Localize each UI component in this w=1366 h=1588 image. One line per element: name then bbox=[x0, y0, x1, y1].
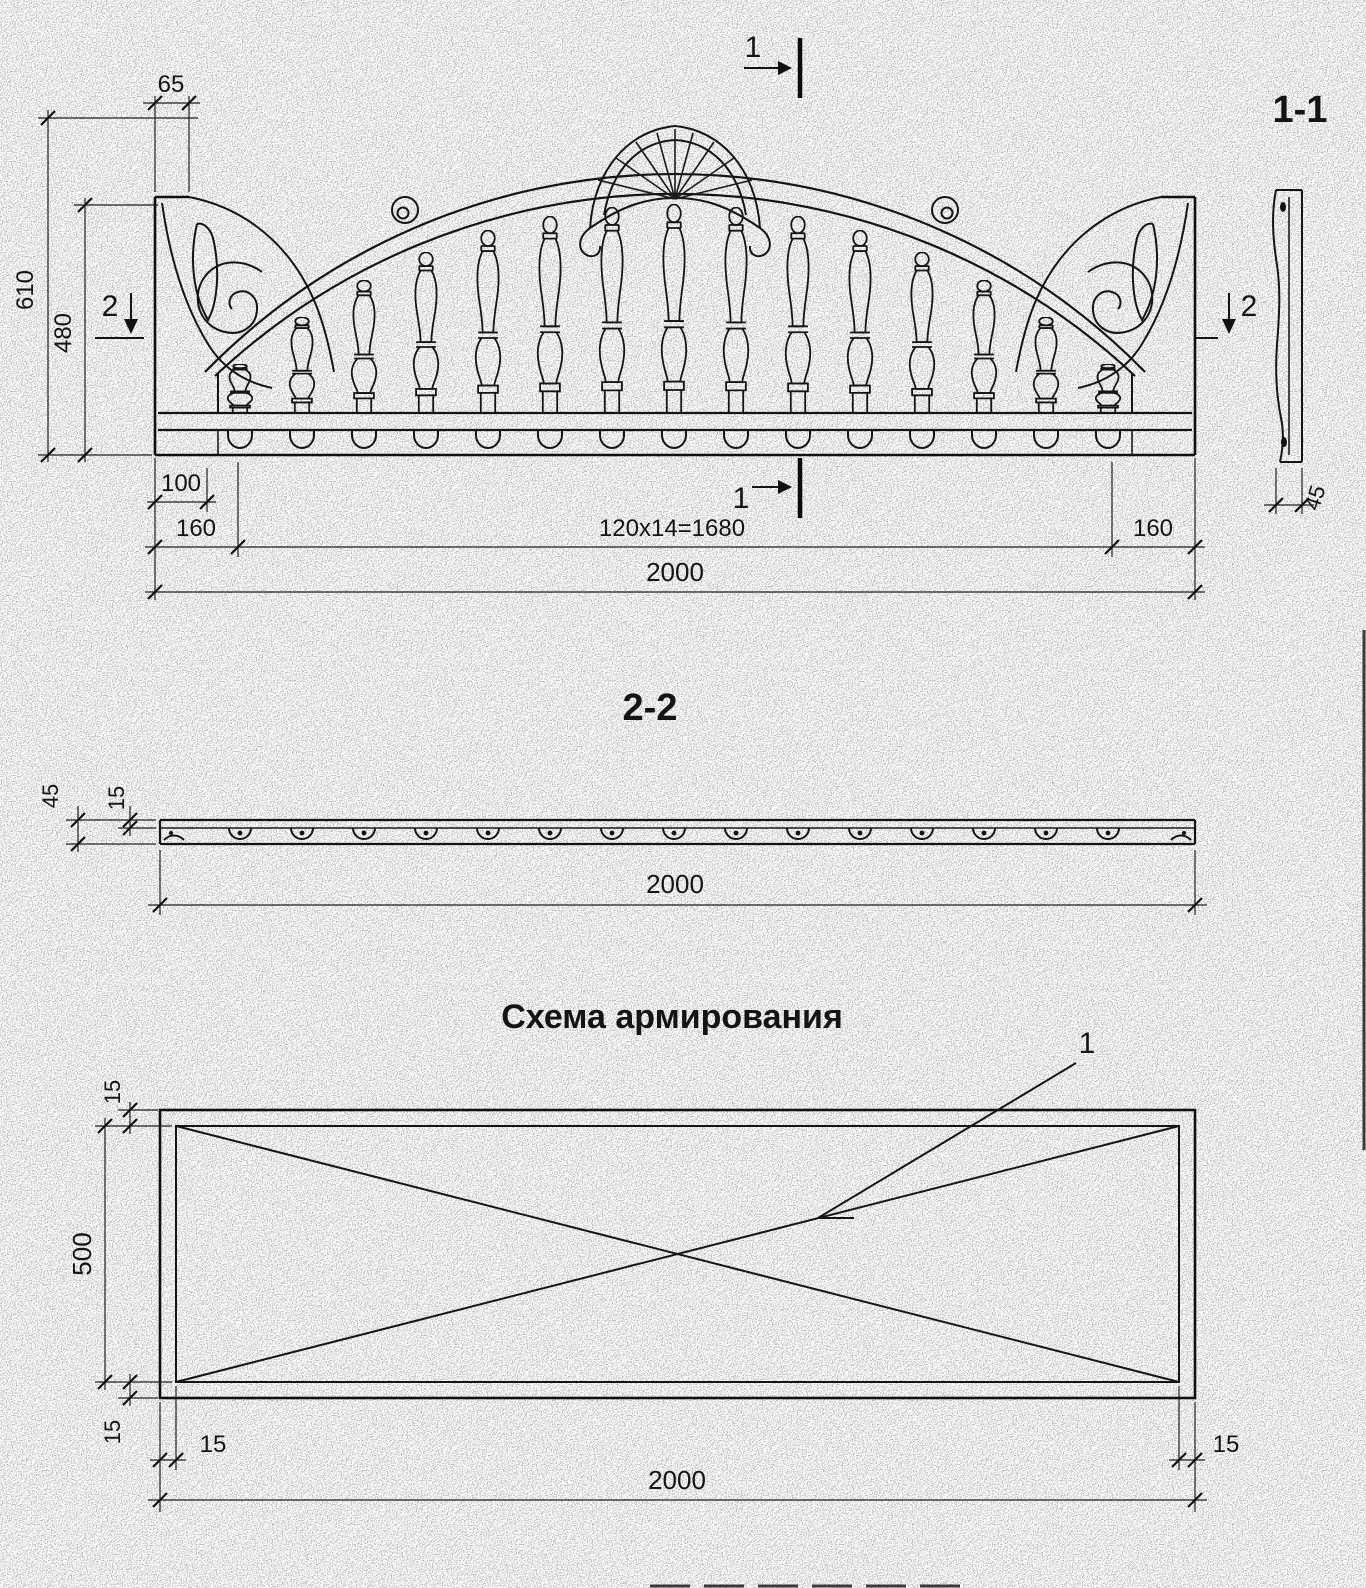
section-1-1-profile bbox=[1272, 189, 1303, 463]
dim-15-right: 15 bbox=[1213, 1431, 1240, 1458]
elevation-dimension-labels: 65 610 480 100 160 120x14=1680 160 2000 bbox=[12, 71, 1173, 587]
central-palmette bbox=[579, 124, 771, 258]
section-1-1-title: 1-1 bbox=[1273, 89, 1328, 131]
section-2-label: 2 bbox=[102, 290, 119, 323]
section-marker-1-bottom: 1 bbox=[733, 458, 803, 518]
reinforcement-view: Схема армирования 1 15 500 15 15 bbox=[67, 998, 1239, 1512]
dim-15-left: 15 bbox=[200, 1431, 227, 1458]
dim-2000: 2000 bbox=[646, 869, 704, 899]
section-marker-2-right: 2 bbox=[1196, 290, 1258, 339]
section-2-label: 2 bbox=[1241, 290, 1258, 323]
dim-160-right: 160 bbox=[1133, 515, 1173, 542]
dim-15: 15 bbox=[104, 786, 129, 810]
section-2-2-view: 2-2 45 15 2000 bbox=[38, 687, 1207, 915]
dim-160-left: 160 bbox=[176, 515, 216, 542]
dim-610: 610 bbox=[12, 270, 39, 310]
dim-45: 45 bbox=[38, 784, 63, 808]
rebar-diagonals bbox=[175, 1125, 1180, 1383]
section-1-label: 1 bbox=[745, 31, 762, 64]
scan-artifacts bbox=[650, 630, 1366, 1588]
arch-scroll-left bbox=[391, 196, 419, 224]
dim-baluster-spacing: 120x14=1680 bbox=[599, 515, 745, 542]
section-1-1-view: 1-1 45 bbox=[1264, 89, 1331, 514]
dim-15-top: 15 bbox=[100, 1080, 125, 1104]
bottom-rail bbox=[158, 374, 1192, 455]
section-1-label: 1 bbox=[733, 482, 750, 515]
elevation-view: 65 610 480 100 160 120x14=1680 160 2000 … bbox=[12, 31, 1257, 600]
elevation-dimension-ticks bbox=[40, 95, 1203, 600]
reinforcement-dimension-lines bbox=[95, 1102, 1207, 1512]
dim-500: 500 bbox=[67, 1232, 97, 1275]
section-2-2-dots bbox=[169, 830, 1186, 836]
reinforcement-title: Схема армирования bbox=[501, 998, 843, 1036]
dim-15-bottom: 15 bbox=[100, 1420, 125, 1444]
dim-100: 100 bbox=[161, 470, 201, 497]
dim-480: 480 bbox=[50, 313, 77, 353]
elevation-dimension-lines bbox=[38, 96, 1205, 600]
panel-outline bbox=[153, 195, 1197, 457]
dim-2000: 2000 bbox=[648, 1465, 706, 1495]
arch-scroll-right bbox=[931, 196, 959, 224]
rebar-callout-label: 1 bbox=[1079, 1027, 1096, 1060]
reinforcement-dimension-ticks bbox=[97, 1102, 1203, 1508]
rebar-leader-line bbox=[817, 1062, 1077, 1219]
section-marker-1-top: 1 bbox=[744, 31, 803, 98]
section-marker-2-left: 2 bbox=[95, 290, 144, 339]
section-2-2-title: 2-2 bbox=[623, 687, 678, 729]
dim-2000: 2000 bbox=[646, 557, 704, 587]
section-2-2-strip bbox=[158, 818, 1197, 846]
reinforcement-frame bbox=[158, 1062, 1197, 1400]
dim-65: 65 bbox=[158, 71, 185, 98]
reinforcement-dimension-labels: 15 500 15 15 15 2000 bbox=[67, 1080, 1239, 1495]
